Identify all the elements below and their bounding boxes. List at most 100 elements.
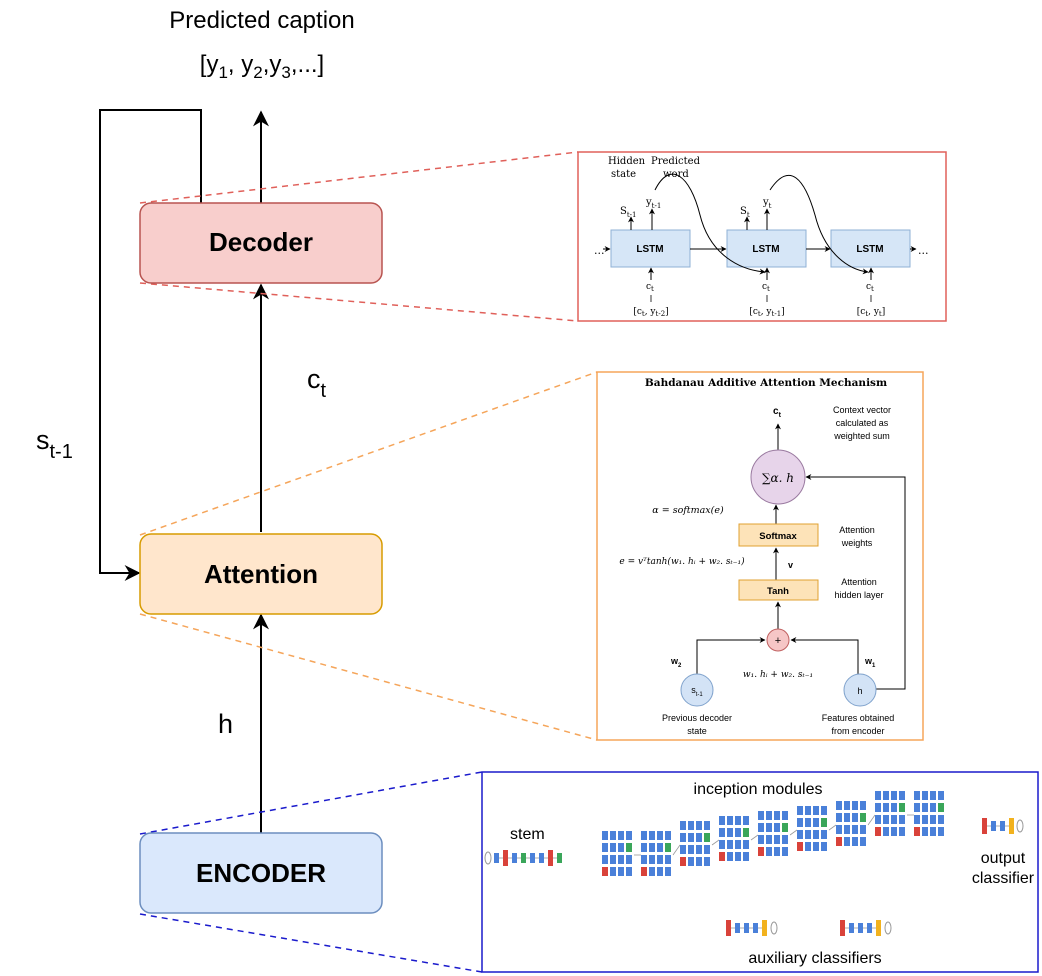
context-vector-label: ct — [307, 364, 327, 402]
w1-sub: 1 — [872, 663, 876, 669]
output-node — [1016, 819, 1024, 833]
inception-1-block-2-2 — [657, 855, 663, 864]
in3-c: , y — [868, 307, 880, 317]
inception-2-block-2-0 — [696, 821, 702, 830]
inception-8-block-1-3 — [922, 827, 928, 836]
inception-6-block-0-1 — [836, 813, 842, 822]
inception-1-block-2-1 — [657, 843, 663, 852]
inception-4-block-2-2 — [774, 835, 780, 844]
aux2-layer-0 — [840, 920, 845, 936]
ct-output-sub: t — [779, 412, 782, 419]
inception-6-block-3-2 — [860, 825, 866, 834]
c-label-2: ct — [762, 282, 770, 293]
y-label-2-sub: t — [769, 202, 772, 210]
output-y2-sub: 2 — [253, 63, 262, 82]
inception-4-connector — [750, 834, 759, 841]
decoder-zoom-line-top — [139, 151, 579, 204]
alpha-equation: α = softmax(e) — [652, 505, 724, 516]
s-label-2-main: S — [740, 206, 747, 217]
inception-0-block-3-3 — [626, 867, 632, 876]
inception-8-block-0-1 — [914, 803, 920, 812]
inception-7-block-3-1 — [899, 803, 905, 812]
inception-4-block-0-0 — [758, 811, 764, 820]
aux2-layer-2 — [858, 923, 863, 933]
inception-0-block-1-1 — [610, 843, 616, 852]
c-label-1-sub: t — [651, 285, 654, 293]
inception-8-block-2-1 — [930, 803, 936, 812]
inception-4-block-1-2 — [766, 835, 772, 844]
inception-1-block-1-1 — [649, 843, 655, 852]
inception-6-block-3-0 — [860, 801, 866, 810]
c-label-1-main: c — [646, 282, 651, 292]
context-note-1: Context vector — [833, 405, 891, 415]
inception-1-block-3-1 — [665, 843, 671, 852]
inception-2-block-0-0 — [680, 821, 686, 830]
decoder-ellipsis-left: ... — [594, 244, 605, 257]
inception-8-block-2-2 — [930, 815, 936, 824]
inception-2-block-0-3 — [680, 857, 686, 866]
inception-7-block-0-1 — [875, 803, 881, 812]
attention-zoom-line-bottom — [139, 613, 598, 741]
lstm-cell-3: LSTM — [830, 229, 911, 268]
inception-0-block-3-1 — [626, 843, 632, 852]
features-note-2: from encoder — [831, 726, 884, 736]
c-label-3-sub: t — [871, 285, 874, 293]
output-sequence: [y1, y2,y3,...] — [200, 51, 324, 82]
predicted-word-feedback-1 — [654, 173, 766, 275]
aux2-layer-1 — [849, 923, 854, 933]
inception-6-block-1-1 — [844, 813, 850, 822]
aux1-layer-0 — [726, 920, 731, 936]
inception-7-block-3-0 — [899, 791, 905, 800]
in1-e: ] — [665, 307, 669, 317]
c-label-1: ct — [646, 282, 654, 293]
inception-0-block-0-3 — [602, 867, 608, 876]
inception-network-graphic — [602, 791, 944, 876]
aux2-node — [884, 921, 892, 935]
output-seq-prefix: [ — [200, 51, 207, 78]
w2-label: w2 — [670, 656, 682, 669]
output-layer-2 — [1000, 821, 1005, 831]
context-note-3: weighted sum — [833, 431, 890, 441]
inception-3-block-1-3 — [727, 852, 733, 861]
inception-5-block-2-0 — [813, 806, 819, 815]
s-node-sub: t-1 — [696, 692, 704, 698]
inception-8-block-1-1 — [922, 803, 928, 812]
aux1-layer-4 — [762, 920, 767, 936]
aux1-layer-3 — [753, 923, 758, 933]
output-sep2: , — [263, 51, 270, 78]
aux-classifier-graphic-2 — [840, 920, 892, 936]
inception-2-block-2-3 — [696, 857, 702, 866]
in1-d: t-2 — [656, 310, 666, 318]
inception-5-block-2-1 — [813, 818, 819, 827]
inception-5-block-3-3 — [821, 842, 827, 851]
inception-8-block-0-2 — [914, 815, 920, 824]
y-label-1-main: y — [645, 197, 652, 208]
predicted-word-note-1: Predicted — [651, 156, 701, 167]
stem-network-graphic — [484, 850, 562, 866]
tanh-layer: Tanh — [738, 579, 819, 601]
inception-7-block-2-3 — [891, 827, 897, 836]
inception-1-block-1-3 — [649, 867, 655, 876]
y-label-1-sub: t-1 — [652, 202, 662, 210]
stem-layer-1 — [503, 850, 508, 866]
in2-e: ] — [781, 307, 785, 317]
inception-2-block-3-0 — [704, 821, 710, 830]
weighted-sum-node: ∑α. h — [750, 449, 806, 505]
inception-8-block-2-0 — [930, 791, 936, 800]
inception-8-block-1-2 — [922, 815, 928, 824]
w2-sub: 2 — [678, 663, 682, 669]
s-node-main: s — [691, 685, 696, 695]
s-label-2: St — [740, 206, 750, 219]
inception-4-block-0-2 — [758, 835, 764, 844]
inception-7-block-0-0 — [875, 791, 881, 800]
inception-2-block-3-2 — [704, 845, 710, 854]
plus-label: + — [775, 635, 781, 647]
st-main: s — [36, 425, 50, 455]
stem-input-node — [484, 851, 492, 865]
inception-5-block-3-1 — [821, 818, 827, 827]
h-to-sum-arrow — [805, 474, 906, 690]
inception-7-block-2-1 — [891, 803, 897, 812]
inception-6-block-1-2 — [844, 825, 850, 834]
encoder-label: ENCODER — [196, 858, 326, 888]
aux-classifiers-label: auxiliary classifiers — [748, 950, 881, 967]
